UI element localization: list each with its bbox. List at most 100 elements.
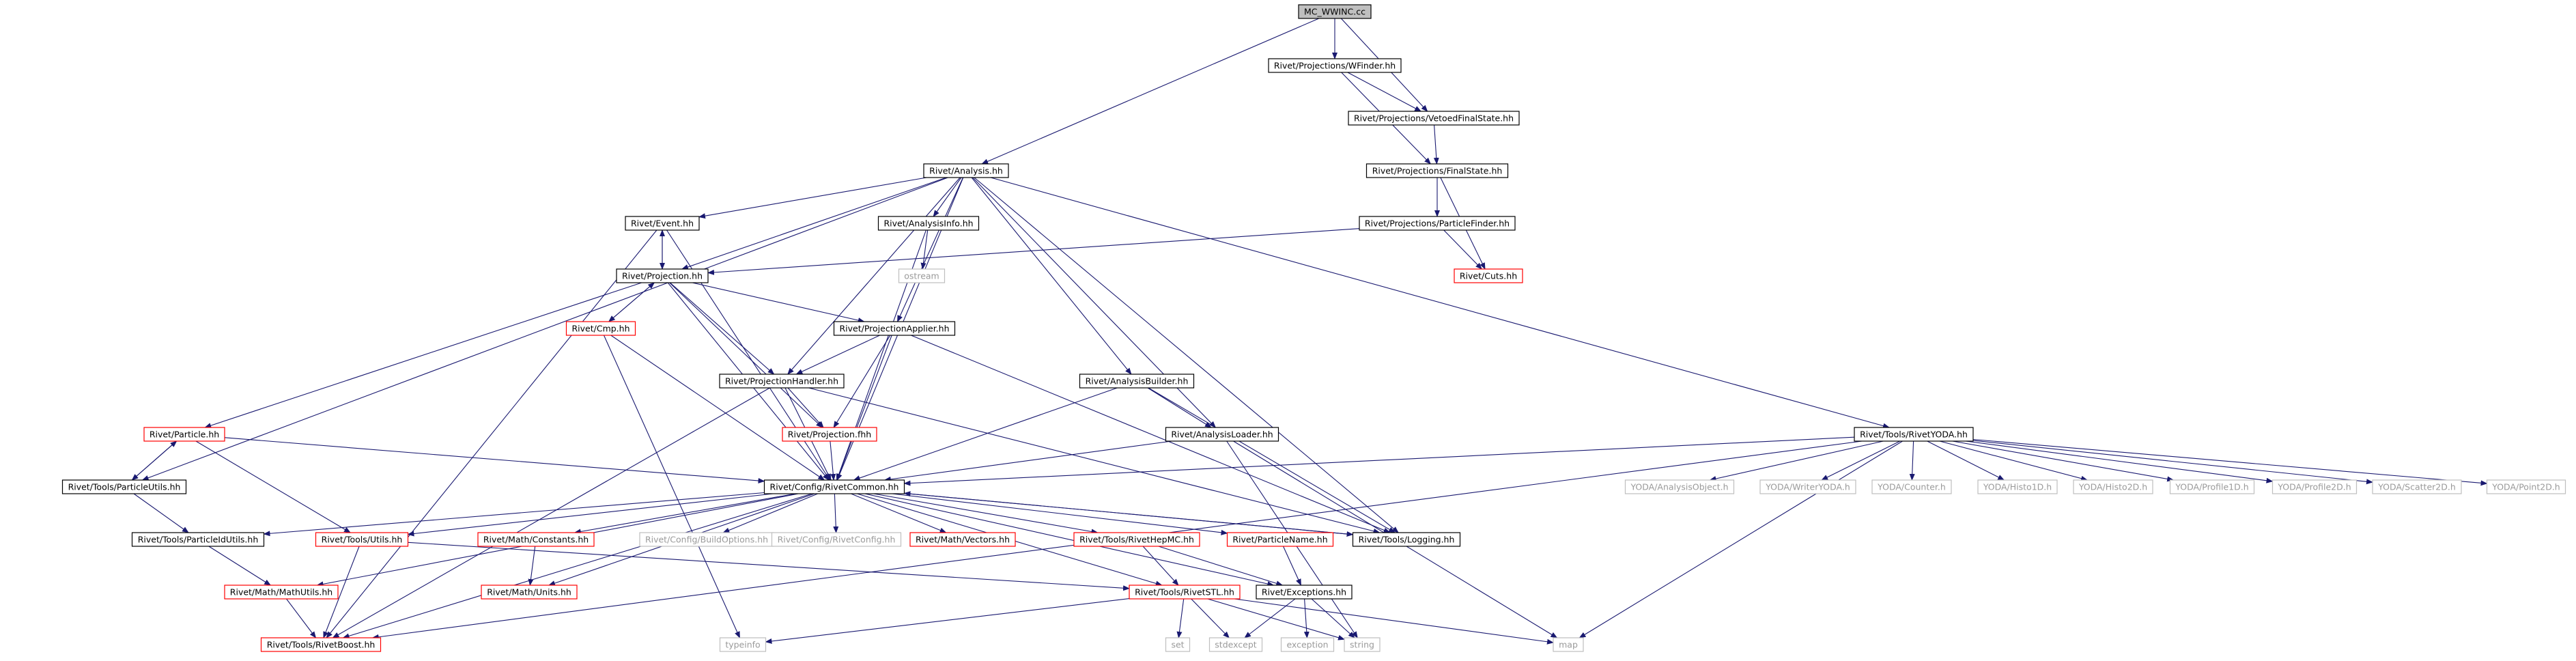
- node-particleutils[interactable]: Rivet/Tools/ParticleUtils.hh: [61, 479, 187, 494]
- edge-rivetyoda-to-histo2d: [1939, 440, 2089, 481]
- node-histo2d: YODA/Histo2D.h: [2073, 479, 2153, 494]
- node-writeryoda: YODA/WriterYODA.h: [1759, 479, 1856, 494]
- node-label: Rivet/Config/BuildOptions.hh: [645, 535, 768, 545]
- node-vectors[interactable]: Rivet/Math/Vectors.hh: [909, 532, 1016, 547]
- node-box: [1268, 58, 1402, 73]
- node-constants[interactable]: Rivet/Math/Constants.hh: [477, 532, 595, 547]
- node-analysis[interactable]: Rivet/Analysis.hh: [923, 163, 1009, 178]
- edge-vetoed-to-finalstate: [1433, 124, 1439, 165]
- edge-projhandler-to-rivetboost: [332, 387, 770, 638]
- node-projection[interactable]: Rivet/Projection.hh: [616, 268, 709, 283]
- node-label: map: [1559, 640, 1578, 650]
- node-cuts[interactable]: Rivet/Cuts.hh: [1454, 268, 1523, 283]
- node-box: [877, 216, 980, 231]
- edge-analysis-to-projection: [681, 177, 947, 270]
- edge-rivetyoda-to-writeryoda: [1821, 440, 1901, 481]
- node-cmp[interactable]: Rivet/Cmp.hh: [565, 321, 636, 336]
- node-finalstate[interactable]: Rivet/Projections/FinalState.hh: [1365, 163, 1509, 178]
- node-box: [1298, 4, 1372, 19]
- node-particlename[interactable]: Rivet/ParticleName.hh: [1226, 532, 1334, 547]
- node-box: [1129, 585, 1241, 600]
- edge-analysis-to-analysisloader: [972, 177, 1216, 428]
- node-utils[interactable]: Rivet/Tools/Utils.hh: [315, 532, 409, 547]
- node-event[interactable]: Rivet/Event.hh: [625, 216, 700, 231]
- node-label: ostream: [904, 271, 939, 281]
- node-box: [1348, 111, 1520, 126]
- node-logging[interactable]: Rivet/Tools/Logging.hh: [1352, 532, 1461, 547]
- node-units[interactable]: Rivet/Math/Units.hh: [481, 585, 578, 600]
- node-exceptions[interactable]: Rivet/Exceptions.hh: [1256, 585, 1353, 600]
- edge-cmp-to-typeinfo: [603, 335, 741, 638]
- node-projfhh[interactable]: Rivet/Projection.fhh: [782, 427, 877, 442]
- edge-rivetstl-to-typeinfo: [765, 598, 1130, 644]
- edge-projection-to-projhandler: [670, 282, 775, 375]
- edge-exceptions-to-exception: [1303, 598, 1310, 638]
- edge-rivetyoda-to-map: [1579, 440, 1903, 638]
- node-label: MC_WWINC.cc: [1304, 7, 1365, 17]
- node-label: YODA/Histo1D.h: [1983, 482, 2052, 492]
- edge-particleutils-to-pidutils: [133, 493, 189, 533]
- node-label: string: [1350, 640, 1374, 650]
- node-label: Rivet/Tools/ParticleIdUtils.hh: [138, 535, 259, 545]
- edge-rivetcommon-to-buildoptions: [722, 493, 818, 533]
- node-box: [625, 216, 700, 231]
- node-label: set: [1171, 640, 1184, 650]
- edge-analysis-to-analysisbuilder: [971, 177, 1132, 375]
- node-label: YODA/Counter.h: [1877, 482, 1946, 492]
- edge-exceptions-to-string: [1311, 598, 1355, 638]
- edge-rivetyoda-to-profile2d: [1966, 440, 2274, 483]
- node-label: Rivet/Projection.fhh: [788, 430, 871, 440]
- node-box: [1280, 637, 1335, 652]
- edge-rivetstl-to-map: [1234, 598, 1554, 645]
- node-label: Rivet/AnalysisInfo.hh: [883, 219, 973, 229]
- node-box: [1365, 163, 1509, 178]
- node-particlefinder[interactable]: Rivet/Projections/ParticleFinder.hh: [1359, 216, 1516, 231]
- node-pidutils[interactable]: Rivet/Tools/ParticleIdUtils.hh: [131, 532, 265, 547]
- node-box: [2271, 479, 2358, 494]
- edge-mathutils-to-rivetboost: [286, 598, 317, 638]
- edge-wfinder-to-vetoed: [1347, 72, 1422, 112]
- node-rivetyoda[interactable]: Rivet/Tools/RivetYODA.hh: [1854, 427, 1974, 442]
- edge-analysisbuilder-to-logging: [1148, 387, 1396, 533]
- edge-particle-to-utils: [195, 440, 351, 533]
- node-box: [719, 637, 767, 652]
- node-box: [1871, 479, 1952, 494]
- edges-layer: [131, 18, 2488, 645]
- node-label: Rivet/Cmp.hh: [571, 324, 629, 334]
- node-hepmc[interactable]: Rivet/Tools/RivetHepMC.hh: [1073, 532, 1200, 547]
- node-rivetstl[interactable]: Rivet/Tools/RivetSTL.hh: [1129, 585, 1241, 600]
- node-box: [1165, 637, 1191, 652]
- node-rivetcommon[interactable]: Rivet/Config/RivetCommon.hh: [763, 479, 905, 494]
- node-box: [763, 479, 905, 494]
- edge-rivetcommon-to-rivetboost: [342, 493, 812, 639]
- node-projapplier[interactable]: Rivet/ProjectionApplier.hh: [833, 321, 956, 336]
- node-vetoed[interactable]: Rivet/Projections/VetoedFinalState.hh: [1348, 111, 1520, 126]
- node-box: [782, 427, 877, 442]
- node-label: Rivet/Cuts.hh: [1460, 271, 1517, 281]
- node-analysisbuilder[interactable]: Rivet/AnalysisBuilder.hh: [1079, 374, 1195, 389]
- edge-mc-to-analysis: [981, 18, 1320, 165]
- edge-hepmc-to-rivetstl: [1142, 546, 1179, 586]
- node-box: [923, 163, 1009, 178]
- node-wfinder[interactable]: Rivet/Projections/WFinder.hh: [1268, 58, 1402, 73]
- edge-projhandler-to-logging: [808, 387, 1381, 534]
- edge-particlename-to-exceptions: [1282, 546, 1302, 586]
- edge-rivetyoda-to-aobject: [1709, 440, 1884, 481]
- node-set: set: [1165, 637, 1191, 652]
- edge-rivetcommon-to-vectors: [851, 493, 947, 533]
- node-mc[interactable]: MC_WWINC.cc: [1298, 4, 1372, 19]
- node-particle[interactable]: Rivet/Particle.hh: [143, 427, 225, 442]
- node-label: Rivet/Tools/ParticleUtils.hh: [68, 482, 181, 492]
- node-label: Rivet/Exceptions.hh: [1262, 587, 1346, 597]
- node-mathutils[interactable]: Rivet/Math/MathUtils.hh: [224, 585, 339, 600]
- node-box: [565, 321, 636, 336]
- node-analysisloader[interactable]: Rivet/AnalysisLoader.hh: [1165, 427, 1279, 442]
- node-label: YODA/AnalysisObject.h: [1630, 482, 1728, 492]
- edge-projapplier-to-logging: [911, 335, 1391, 533]
- node-analysisinfo[interactable]: Rivet/AnalysisInfo.hh: [877, 216, 980, 231]
- node-projhandler[interactable]: Rivet/ProjectionHandler.hh: [719, 374, 845, 389]
- node-label: YODA/Histo2D.h: [2078, 482, 2147, 492]
- edge-rivetyoda-to-scatter2d: [1972, 440, 2373, 485]
- node-rivetboost[interactable]: Rivet/Tools/RivetBoost.hh: [260, 637, 382, 652]
- node-box: [481, 585, 578, 600]
